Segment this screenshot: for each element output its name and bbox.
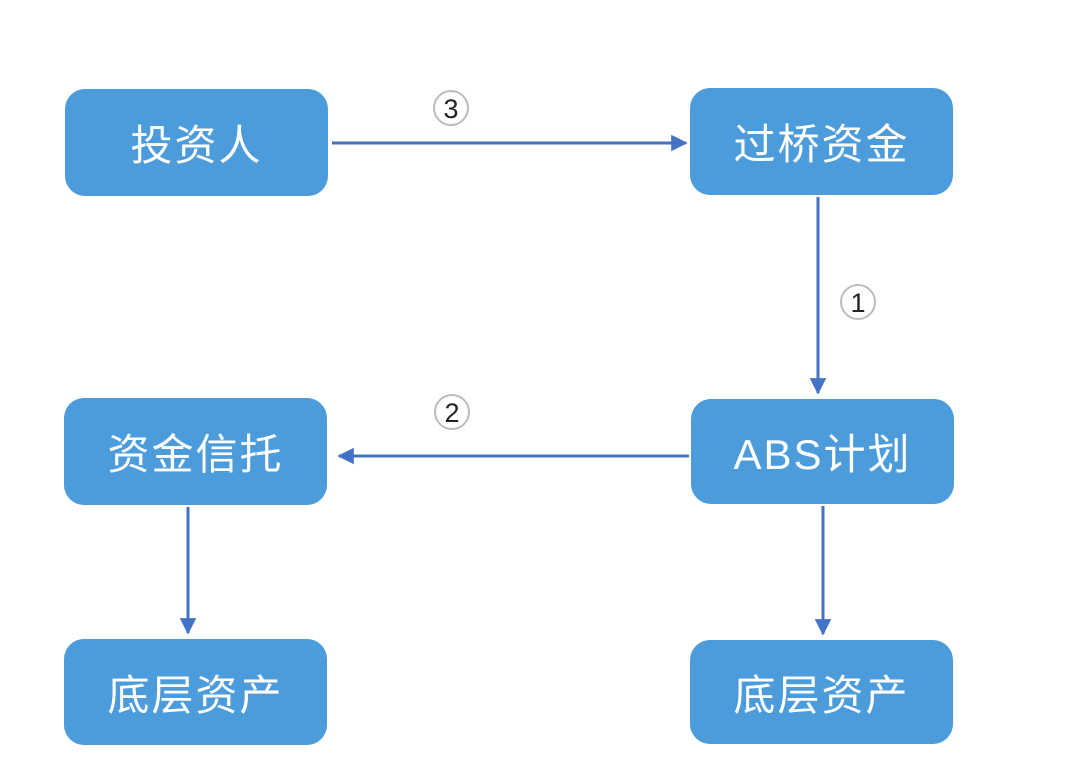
edge-label-circled-2: 2 xyxy=(434,394,470,430)
node-abs-plan: ABS计划 xyxy=(691,399,954,504)
edge-label-circled-1: 1 xyxy=(840,284,876,320)
node-bridge-funds: 过桥资金 xyxy=(690,88,953,195)
edge-label-circled-3: 3 xyxy=(433,90,469,126)
node-fund-trust: 资金信托 xyxy=(64,398,327,505)
node-underlying-assets-right: 底层资产 xyxy=(690,640,953,744)
node-underlying-assets-left: 底层资产 xyxy=(64,639,327,745)
node-investor: 投资人 xyxy=(65,89,328,196)
